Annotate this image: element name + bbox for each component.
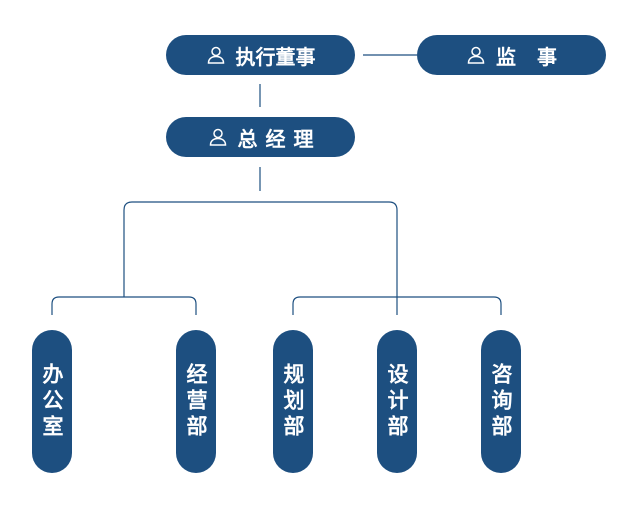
person-icon <box>467 46 485 64</box>
node-label: 经营部 <box>184 362 208 441</box>
node-dept-design: 设计部 <box>377 330 417 473</box>
node-label: 执行董事 <box>235 44 316 69</box>
connector-manager-branches <box>123 201 398 315</box>
connector-group-left <box>51 296 197 315</box>
person-icon <box>207 46 224 64</box>
node-dept-planning: 规划部 <box>273 330 313 473</box>
node-label: 设计部 <box>385 362 409 441</box>
node-supervisor: 监 事 <box>417 35 606 75</box>
connector-group-right <box>292 296 502 315</box>
person-icon <box>209 128 226 146</box>
node-label: 规划部 <box>281 362 305 441</box>
node-label: 办公室 <box>40 362 64 441</box>
node-label: 监 事 <box>496 44 557 69</box>
node-dept-consulting: 咨询部 <box>481 330 521 473</box>
node-label: 咨询部 <box>489 362 513 441</box>
node-general-manager: 总经理 <box>166 117 355 157</box>
node-executive-director: 执行董事 <box>166 35 355 75</box>
node-dept-office: 办公室 <box>32 330 72 473</box>
node-label: 总经理 <box>237 126 322 151</box>
node-dept-business: 经营部 <box>176 330 216 473</box>
